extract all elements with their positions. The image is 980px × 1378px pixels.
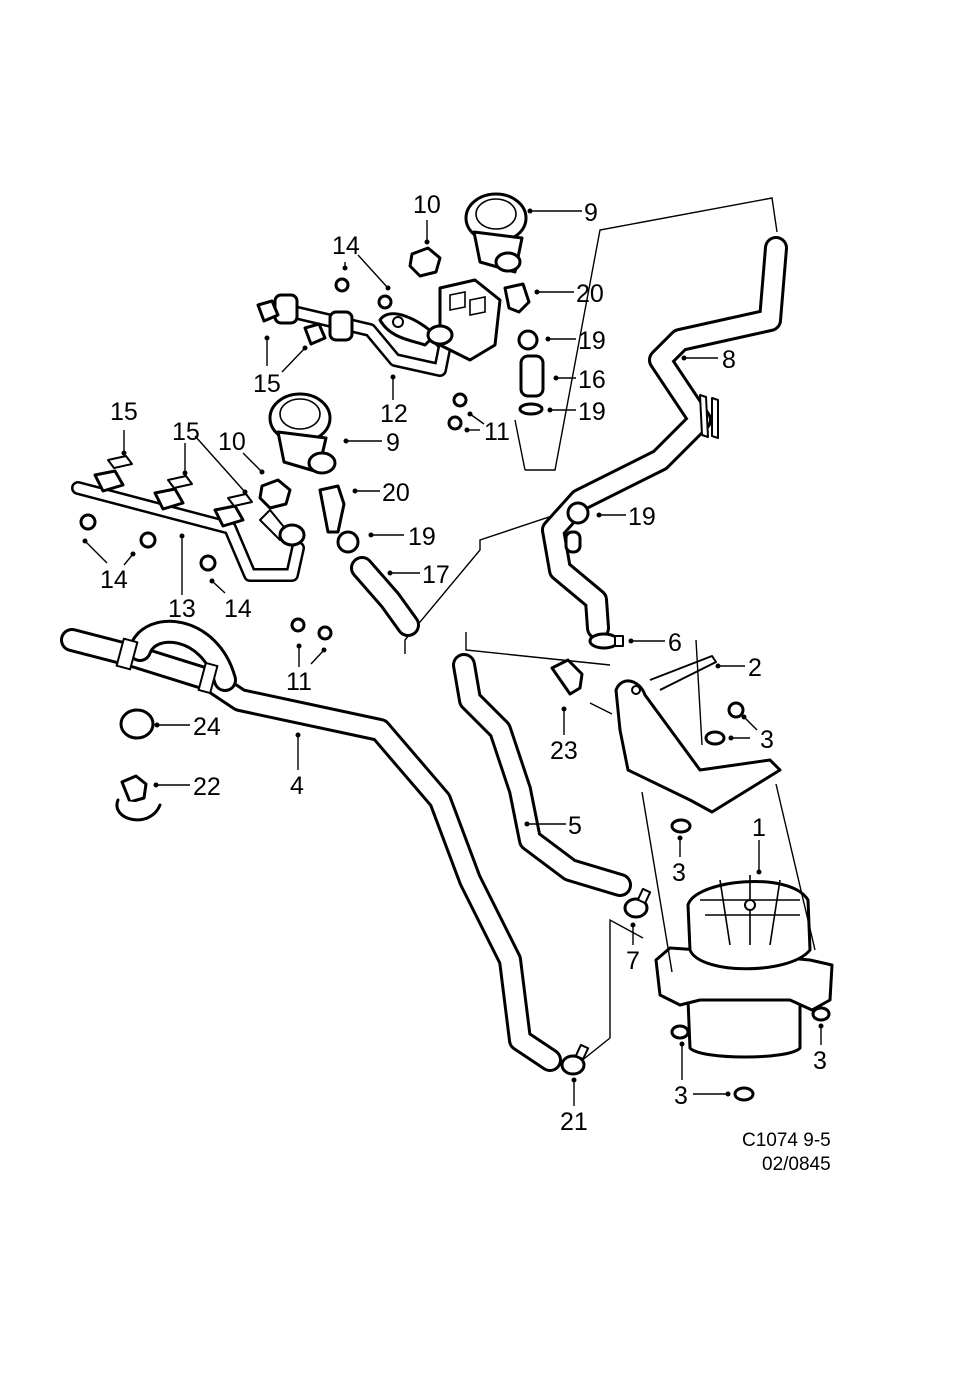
clamp-21 [560,1043,590,1076]
callout-16: 16 [578,366,606,394]
bolts [79,277,468,641]
callout-12: 12 [380,400,408,428]
clips-15 [107,299,327,507]
pipe-12 [273,293,452,377]
callout-21: 21 [560,1108,588,1136]
callout-4: 4 [290,772,304,800]
clamp-19 [336,329,590,554]
assembly-group-lines [404,197,778,1063]
callout-15-pair: 15 [172,418,200,446]
callout-11-upper: 11 [484,418,510,446]
air-pump-1 [654,875,834,1059]
hose-16 [519,354,545,398]
adapter-20 [318,282,531,534]
air-valve-9-lower [268,392,337,475]
callout-13: 13 [168,595,196,623]
callout-24: 24 [193,713,221,741]
callout-19-c: 19 [408,523,436,551]
callout-19-b: 19 [578,398,606,426]
bushings-3 [670,701,831,1102]
air-valve-9-upper [464,192,528,274]
callout-19-d: 19 [628,503,656,531]
callout-3-top: 3 [760,726,774,754]
callout-17: 17 [422,561,450,589]
clamp-24 [119,708,155,740]
callout-14-left: 14 [100,566,128,594]
clamp-6 [588,632,624,650]
callout-10-upper: 10 [413,191,441,219]
callout-14-upper: 14 [332,232,360,260]
callout-15-upper: 15 [253,370,281,398]
callout-23: 23 [550,737,578,765]
callout-labels: 9 10 14 20 19 16 19 8 15 12 11 15 15 10 … [100,191,827,1136]
callout-20-upper: 20 [576,280,604,308]
callout-15-left: 15 [110,398,138,426]
callout-19-a: 19 [578,327,606,355]
reference-code: C1074 9-5 [742,1130,831,1151]
reference-block: C1074 9-5 02/0845 [742,1130,831,1175]
hose-5 [452,653,632,897]
callout-1: 1 [752,814,766,842]
clamp-7 [623,887,652,919]
callout-9-upper: 9 [584,199,598,227]
callout-14-mid: 14 [224,595,252,623]
control-valve-bracket [426,278,502,362]
callout-8: 8 [722,346,736,374]
callout-9-lower: 9 [386,429,400,457]
callout-3-bottom: 3 [674,1082,688,1110]
callout-3-right: 3 [813,1047,827,1075]
callout-22: 22 [193,773,221,801]
callout-6: 6 [668,629,682,657]
hose-4 [60,619,562,1072]
callout-2: 2 [748,654,762,682]
holder-23 [550,658,613,715]
callout-7: 7 [626,947,640,975]
holder-22 [115,774,162,822]
hose-8 [541,236,788,640]
pipe-13 [71,469,305,582]
callout-10-lower: 10 [218,428,246,456]
callout-5: 5 [568,812,582,840]
gasket-10 [258,246,442,547]
callout-3-mid: 3 [672,859,686,887]
callout-11-lower: 11 [286,668,312,696]
callout-leaders [82,208,824,1106]
hose-17 [350,556,420,637]
reference-date: 02/0845 [762,1154,831,1175]
callout-20-lower: 20 [382,479,410,507]
bracket-2 [614,655,782,814]
